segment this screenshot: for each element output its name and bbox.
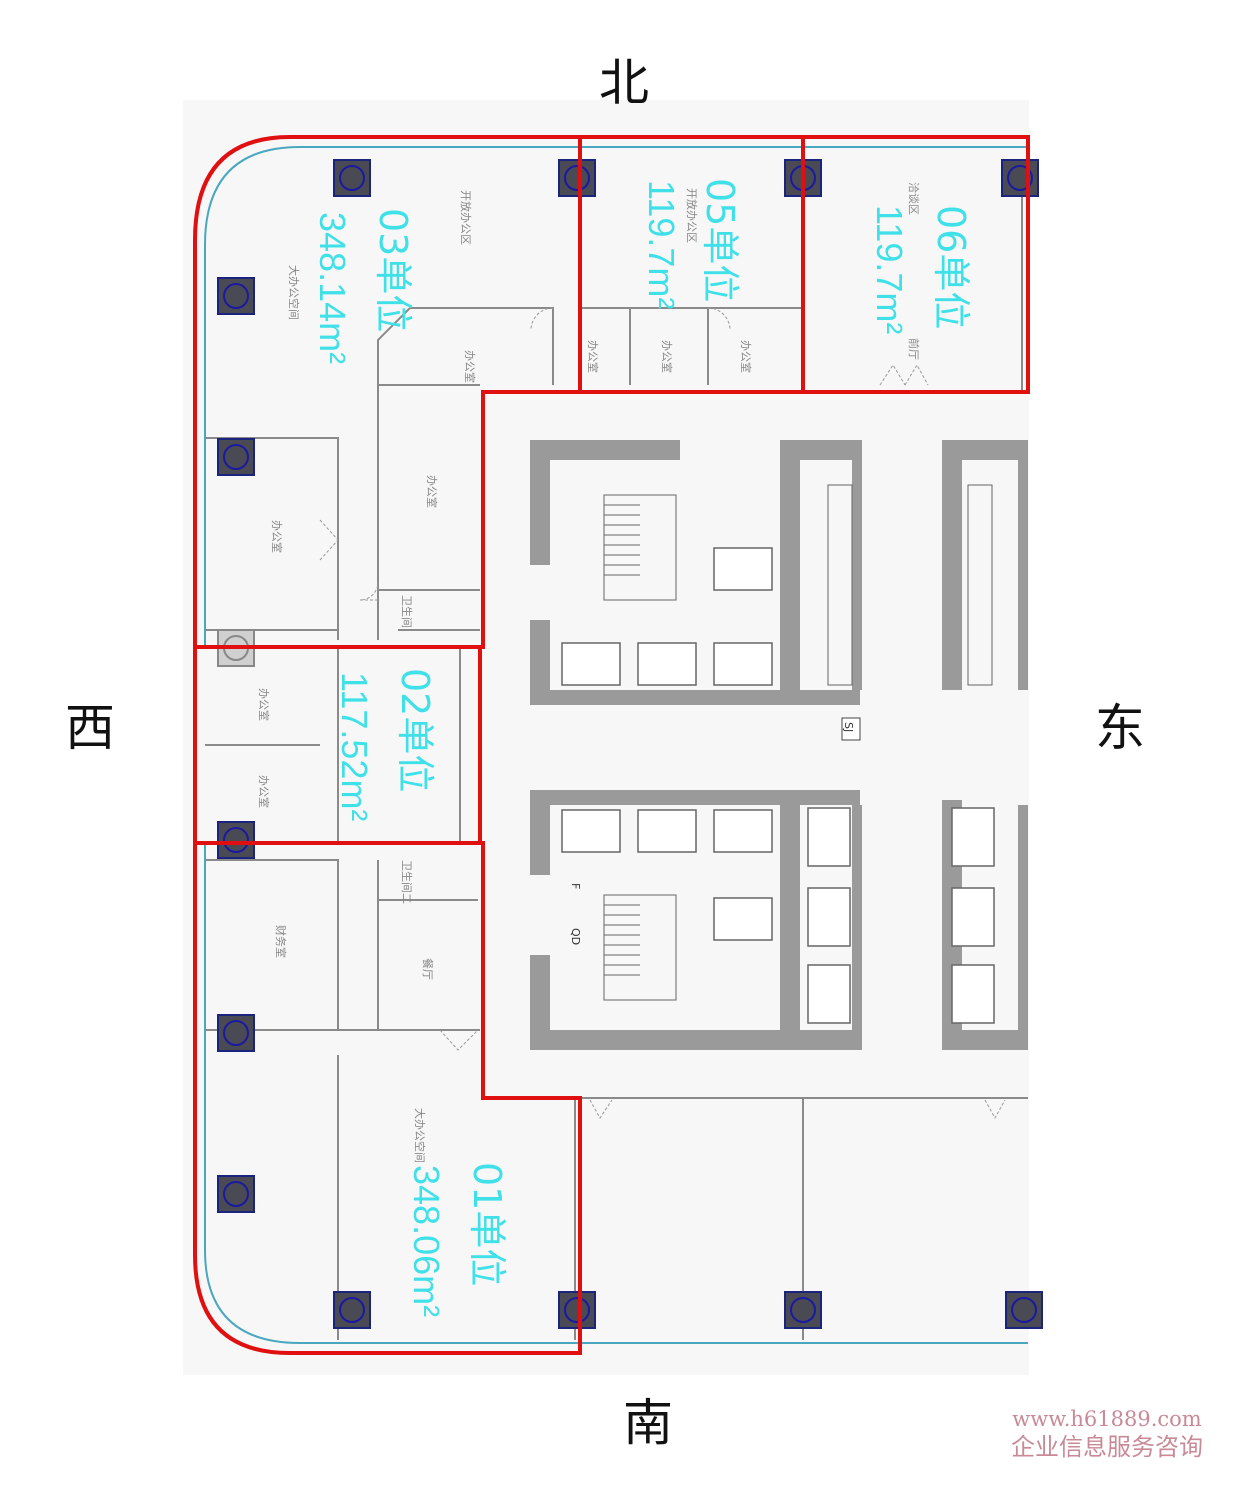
doors	[319, 307, 1006, 1120]
boundary-unit-01[interactable]	[193, 841, 582, 1355]
room-labels: 开放办公区 大办公空间 办公室 办公室 办公室 办公室 开放办公区 洽谈区 前厅…	[257, 182, 921, 1163]
unit-05-area: 119.7m²	[641, 180, 682, 309]
watermark-url: www.h61889.com	[1012, 1407, 1202, 1431]
column-circle	[564, 1297, 590, 1323]
unit-boundaries	[193, 135, 1030, 1355]
room-label: 办公室	[257, 688, 271, 721]
column-circle	[223, 1181, 249, 1207]
room-label: 开放办公区	[685, 188, 699, 243]
structural-columns	[217, 159, 1043, 1329]
compass-north: 北	[599, 54, 649, 112]
room-label: 办公室	[270, 520, 284, 553]
unit-05-name: 05单位	[698, 178, 742, 302]
unit-06-name: 06单位	[929, 205, 973, 329]
unit-labels: 03单位 348.14m² 05单位 119.7m² 06单位 119.7m² …	[312, 178, 973, 1317]
watermark-text: 企业信息服务咨询	[1011, 1433, 1203, 1461]
column-circle	[339, 165, 365, 191]
compass-south: 南	[623, 1394, 673, 1452]
core-label-qd: QD	[569, 928, 582, 945]
room-label: 餐厅	[421, 958, 435, 980]
curtain-wall-south-west	[204, 845, 1028, 1344]
column-circle	[223, 1020, 249, 1046]
column-circle	[223, 827, 249, 853]
building-core: SJ QD F	[530, 440, 1028, 1050]
compass-east: 东	[1095, 699, 1145, 757]
room-label: 大办公空间	[413, 1108, 427, 1163]
column-circle	[1007, 165, 1033, 191]
compass-west: 西	[65, 699, 115, 757]
room-label: 卫生间	[400, 595, 414, 628]
unit-03-name: 03单位	[371, 208, 415, 332]
room-label: 办公室	[463, 350, 477, 383]
room-label: 办公室	[660, 340, 674, 373]
unit-01-area: 348.06m²	[406, 1165, 447, 1317]
unit-06-area: 119.7m²	[869, 205, 910, 334]
unit-03-area: 348.14m²	[312, 212, 353, 364]
room-label: 洽谈区	[907, 182, 920, 215]
room-label: 前厅	[907, 338, 921, 360]
unit-02-area: 117.52m²	[334, 672, 375, 821]
room-label: 大办公空间	[287, 265, 301, 320]
room-label: 卫生间二	[400, 860, 414, 904]
column-circle	[564, 165, 590, 191]
interior-walls	[205, 160, 1028, 1340]
column-circle	[223, 444, 249, 470]
column-circle	[223, 283, 249, 309]
room-label: 开放办公区	[459, 190, 473, 245]
core-label-f: F	[569, 883, 582, 889]
room-label: 财务室	[274, 925, 288, 958]
column-circle	[790, 1297, 816, 1323]
unit-01-name: 01单位	[465, 1162, 509, 1286]
room-label: 办公室	[586, 340, 600, 373]
column-circle	[339, 1297, 365, 1323]
room-label: 办公室	[425, 475, 439, 508]
room-label: 办公室	[257, 775, 271, 808]
plan-background	[183, 100, 1029, 1375]
core-label-sj: SJ	[842, 722, 855, 732]
column-circle	[1011, 1297, 1037, 1323]
room-label: 办公室	[739, 340, 753, 373]
curtain-wall-north-west	[204, 146, 1028, 645]
boundary-unit-06[interactable]	[801, 135, 1030, 394]
unit-02-name: 02单位	[393, 668, 437, 792]
